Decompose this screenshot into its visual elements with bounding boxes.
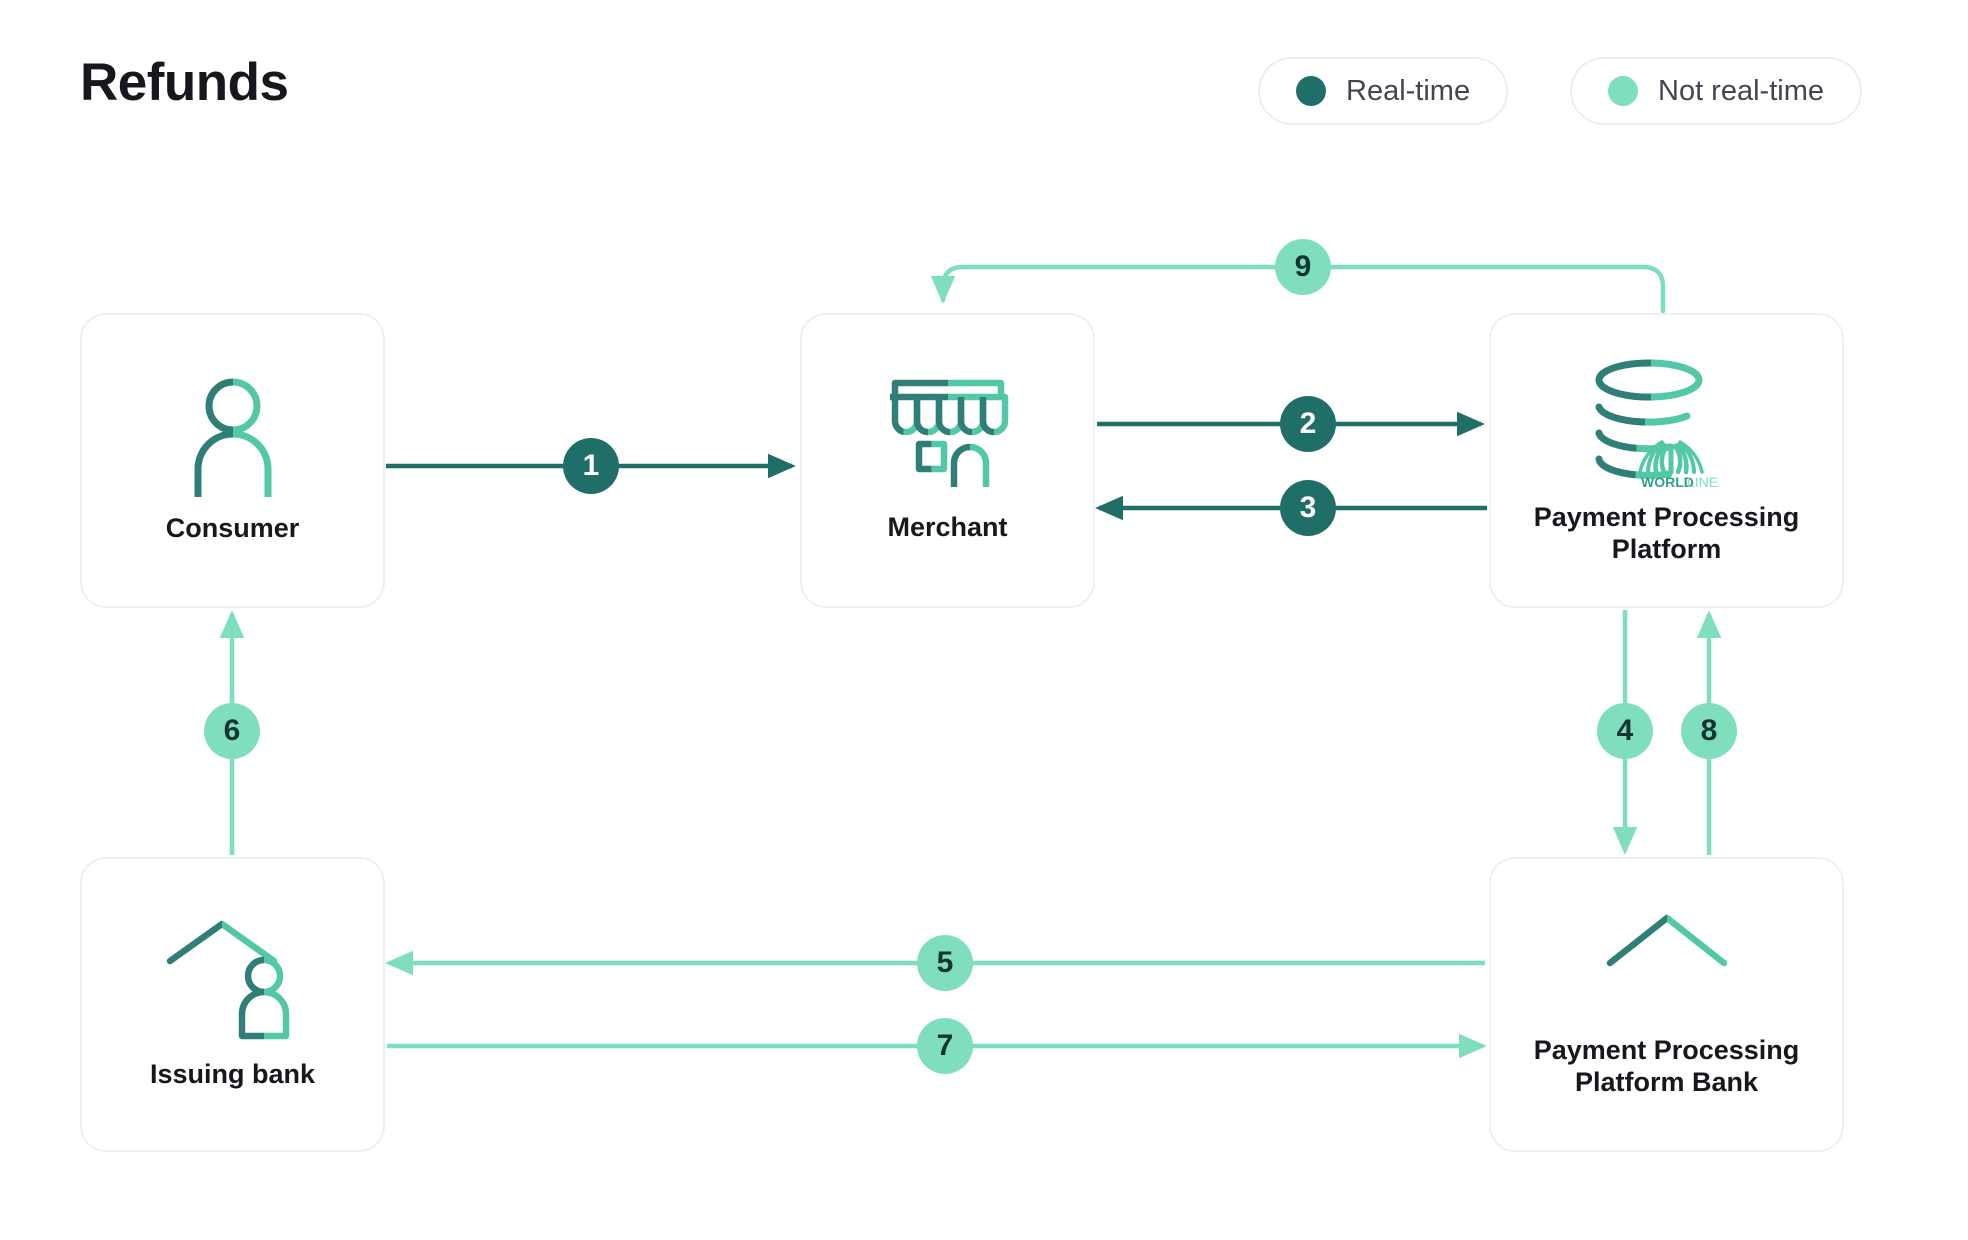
bank-icon [1604,914,1729,1011]
step-badge-8: 8 [1681,703,1737,759]
page-title: Refunds [80,53,289,112]
step-badge-1: 1 [563,438,619,494]
node-merchant[interactable]: Merchant [800,313,1095,608]
legend-item-real-time: Real-time [1258,57,1509,125]
storefront-icon [886,379,1009,490]
node-label-platform: Payment Processing Platform [1533,501,1800,564]
legend-label-real-time: Real-time [1346,74,1471,107]
worldline-wordmark-light: LINE [1687,474,1718,490]
legend-item-not-real-time: Not real-time [1570,57,1862,125]
bank-person-icon [166,920,289,1039]
step-badge-2: 2 [1280,396,1336,452]
legend-dot-real-time [1296,76,1326,106]
worldline-logo [1637,439,1704,475]
node-label-merchant: Merchant [887,511,1008,542]
node-platform[interactable]: WORLD LINE Payment Processing Platform [1489,313,1844,608]
step-badge-4: 4 [1597,703,1653,759]
database-worldline-icon: WORLD LINE [1595,359,1718,490]
step-badge-9: 9 [1275,239,1331,295]
node-label-consumer: Consumer [165,512,300,543]
node-consumer[interactable]: Consumer [80,313,385,608]
node-label-issuing-bank: Issuing bank [149,1058,316,1089]
step-badge-5: 5 [917,935,973,991]
legend-dot-not-real-time [1608,76,1638,106]
person-icon [194,378,271,497]
legend-label-not-real-time: Not real-time [1658,74,1824,107]
node-platform-bank[interactable]: Payment Processing Platform Bank [1489,857,1844,1152]
node-label-platform-bank: Payment Processing Platform Bank [1533,1034,1800,1097]
step-badge-6: 6 [204,703,260,759]
worldline-wordmark-bold: WORLD [1641,474,1694,490]
node-issuing-bank[interactable]: Issuing bank [80,857,385,1152]
step-badge-3: 3 [1280,480,1336,536]
step-badge-7: 7 [917,1018,973,1074]
